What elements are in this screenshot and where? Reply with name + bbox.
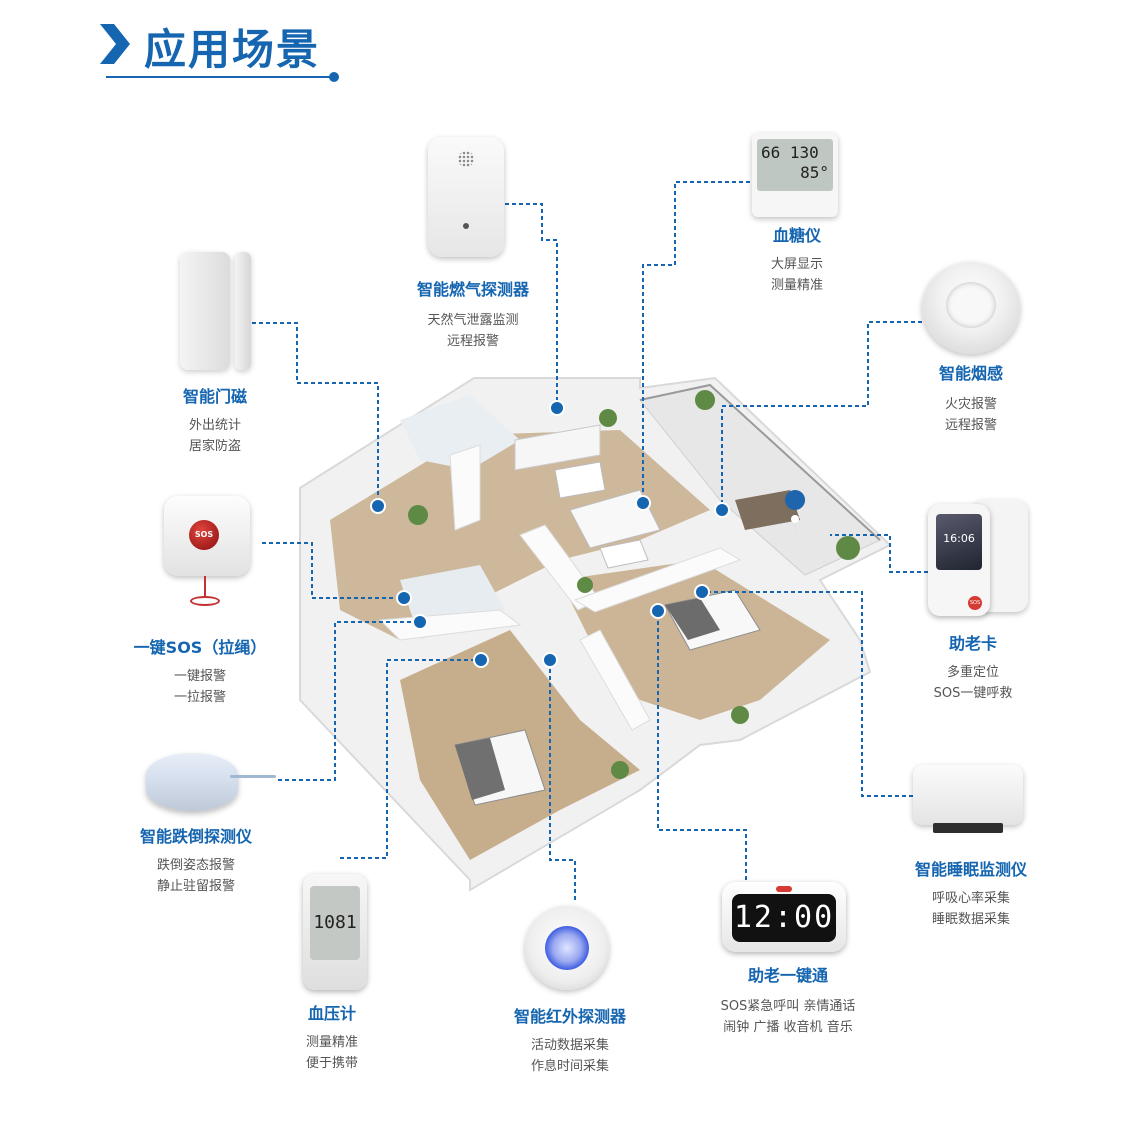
device-name: 智能燃气探测器 [416,280,529,299]
device-desc: 闹钟 广播 收音机 音乐 [723,1020,853,1035]
device-desc: 测量精准 [770,278,823,293]
device-sleep-monitor: 智能睡眠监测仪 呼吸心率采集 睡眠数据采集 [893,860,1049,930]
device-desc: 一拉报警 [173,690,226,705]
device-desc: 睡眠数据采集 [931,912,1010,927]
pir-lens [545,926,589,970]
door-sensor-magnet-image [235,252,251,370]
card-front-device: 16:06 SOS [928,504,990,616]
gas-detector-image [428,137,504,257]
sleep-monitor-body [913,765,1023,825]
card-screen: 16:06 [936,514,982,570]
indicator-led [463,223,469,229]
device-name: 智能门磁 [182,387,247,406]
glucose-meter-screen: 66 130 85° [757,139,833,191]
page-title: 应用场景 [144,25,321,74]
device-desc: 火灾报警 [944,397,997,412]
device-desc: 便于携带 [305,1056,358,1071]
pull-cord-ring [190,596,220,606]
device-name: 血糖仪 [772,226,821,245]
device-desc: 远程报警 [944,418,997,433]
smoke-detector-center [946,282,996,328]
fall-detector-image [140,745,280,815]
device-desc: 天然气泄露监测 [427,313,519,328]
elderly-card-image: 16:06 SOS [928,500,1028,616]
card-sos-button-graphic: SOS [968,596,982,610]
bp-screen: 1081 [310,886,360,960]
sleep-monitor-base [933,823,1003,833]
sos-pull-cord-image: SOS [158,490,256,614]
device-glucose-meter: 血糖仪 大屏显示 测量精准 [745,226,849,296]
sos-button-graphic: SOS [189,520,219,550]
door-sensor-image [180,252,230,370]
device-desc: 呼吸心率采集 [931,891,1010,906]
device-name: 智能睡眠监测仪 [914,860,1027,879]
infrared-detector-image [525,906,609,990]
glucose-screen-line2: 85° [800,163,829,182]
blood-pressure-meter-image: 1081 [303,874,367,990]
device-desc: 一键报警 [173,669,226,684]
device-name: 智能烟感 [938,364,1003,383]
device-name: 智能跌倒探测仪 [139,827,252,846]
device-elderly-card: 助老卡 多重定位 SOS一键呼救 [912,634,1034,704]
device-desc: 活动数据采集 [530,1038,609,1053]
device-desc: 外出统计 [188,418,241,433]
device-gas-detector: 智能燃气探测器 天然气泄露监测 远程报警 [394,280,552,352]
title-underline [106,76,334,78]
device-infrared-detector: 智能红外探测器 活动数据采集 作息时间采集 [492,1007,648,1077]
pull-cord [204,576,206,598]
section-header: 应用场景 [100,10,340,82]
device-desc: 作息时间采集 [530,1059,609,1074]
device-smoke-detector: 智能烟感 火灾报警 远程报警 [916,364,1026,436]
device-name: 智能红外探测器 [513,1007,626,1026]
clock-sos-button-graphic [776,886,792,892]
fall-detector-body [146,753,238,811]
chevron-right-icon [100,24,130,64]
device-desc: 静止驻留报警 [156,879,235,894]
device-sos-pull-cord: 一键SOS（拉绳） 一键报警 一拉报警 [120,638,280,708]
speaker-grill [458,151,474,167]
alarm-clock-image: 12:00 [722,882,846,952]
smoke-detector-image [922,262,1020,354]
device-desc: 测量精准 [305,1035,358,1050]
device-name: 助老卡 [948,634,997,653]
device-blood-pressure-meter: 血压计 测量精准 便于携带 [282,1004,382,1074]
glucose-screen-line1: 66 130 [761,143,819,162]
device-desc: SOS紧急呼叫 亲情通话 [720,999,856,1014]
device-desc: 远程报警 [446,334,499,349]
device-desc: 多重定位 [946,665,999,680]
sleep-monitor-image [913,765,1023,837]
device-name: 一键SOS（拉绳） [133,638,267,657]
device-desc: 居家防盗 [188,439,241,454]
device-name: 助老一键通 [747,966,828,985]
device-name: 血压计 [307,1004,356,1023]
glucose-meter-image: 66 130 85° [752,133,838,217]
fall-detector-cable [230,775,276,778]
title-underline-dot [329,72,339,82]
clock-screen: 12:00 [732,894,836,942]
device-door-sensor: 智能门磁 外出统计 居家防盗 [160,387,270,457]
device-desc: SOS一键呼救 [933,686,1013,701]
device-fall-detector: 智能跌倒探测仪 跌倒姿态报警 静止驻留报警 [120,827,272,897]
device-desc: 跌倒姿态报警 [156,858,235,873]
device-alarm-clock: 助老一键通 SOS紧急呼叫 亲情通话 闹钟 广播 收音机 音乐 [706,966,870,1038]
device-desc: 大屏显示 [770,257,823,272]
